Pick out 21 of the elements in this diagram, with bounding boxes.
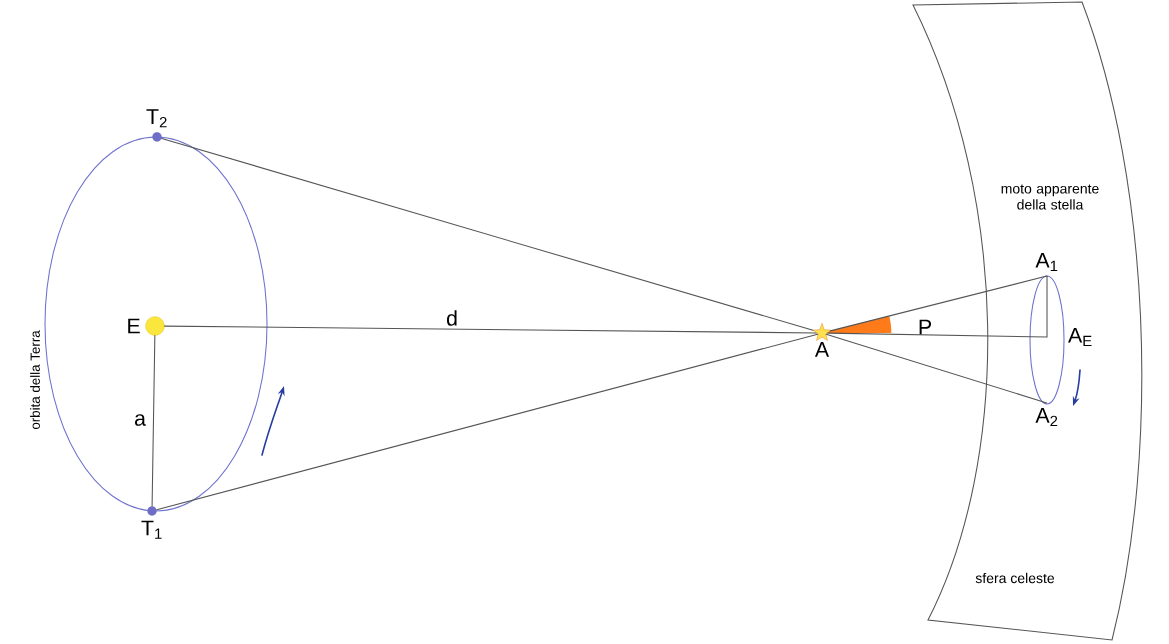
- point-label: A$_{E}$: [1068, 327, 1092, 347]
- line: [1046, 275, 1048, 338]
- point-label: A$_{1}$: [1035, 252, 1058, 271]
- point-label: T$_{1}$: [141, 506, 162, 539]
- line: [161, 137, 814, 331]
- point-label: A$_{2}$: [1035, 407, 1058, 427]
- text-label: orbita della Terra: [30, 330, 40, 430]
- line: [829, 275, 1048, 332]
- text-label: sfera celeste: [975, 572, 1055, 584]
- point-label: E: [128, 316, 165, 336]
- edge-label: a: [132, 412, 148, 428]
- line: [825, 333, 1048, 404]
- point-label: A: [812, 323, 832, 357]
- line: [164, 325, 817, 334]
- point-label: T$_{2}$: [146, 109, 167, 142]
- text-label: moto apparente della stella: [1001, 184, 1099, 210]
- line: [156, 333, 819, 511]
- edge-label: d: [444, 308, 460, 328]
- line: [827, 332, 1048, 338]
- text-label: P: [919, 319, 931, 335]
- line: [151, 335, 156, 507]
